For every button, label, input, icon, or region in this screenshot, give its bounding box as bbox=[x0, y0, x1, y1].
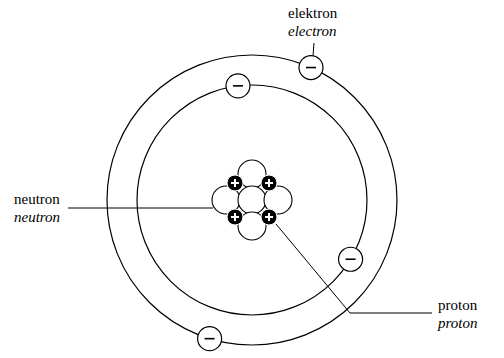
leader-line bbox=[313, 43, 314, 56]
electron-symbol bbox=[226, 74, 250, 98]
electron-symbol bbox=[299, 56, 323, 80]
outer-shell bbox=[107, 55, 397, 345]
proton-symbol bbox=[261, 175, 277, 191]
leader-line bbox=[276, 224, 432, 313]
part-label: elektron bbox=[288, 4, 337, 22]
part-label: proton bbox=[438, 296, 477, 314]
neutron-symbol bbox=[238, 186, 266, 214]
inner-shell bbox=[137, 85, 367, 315]
part-label: electron bbox=[288, 22, 337, 40]
electron-symbol bbox=[339, 247, 363, 271]
part-label: proton bbox=[438, 314, 477, 332]
proton-symbol bbox=[261, 209, 277, 225]
part-label: neutron bbox=[14, 208, 60, 226]
leader-line bbox=[68, 208, 213, 209]
electron-symbol bbox=[198, 327, 222, 351]
proton-symbol bbox=[227, 209, 243, 225]
proton-symbol bbox=[227, 175, 243, 191]
part-label: neutron bbox=[14, 190, 60, 208]
